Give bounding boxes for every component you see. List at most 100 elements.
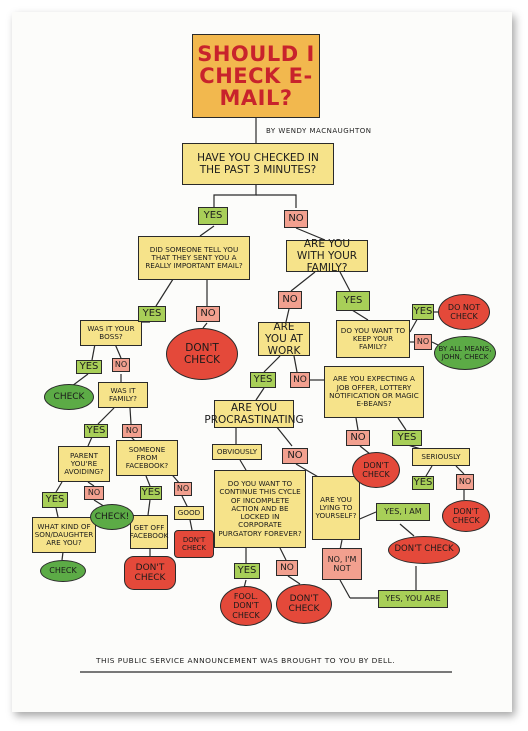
do-not-check-text: DO NOT CHECK — [447, 302, 481, 321]
yes-label-q6: YES — [412, 304, 434, 320]
no-text: NO — [458, 477, 472, 487]
no-text: NO — [416, 337, 430, 347]
outcome-dont-check-facebook: DON'T CHECK — [124, 556, 176, 590]
q14-what-kind-of-son: WHAT KIND OF SON/DAUGHTER ARE YOU? — [32, 517, 96, 553]
byline: by WENDY MACNAUGHTON — [266, 127, 372, 135]
title-box: SHOULD I CHECK E-MAIL? — [192, 34, 320, 118]
q4-text: WAS IT YOUR BOSS? — [87, 323, 135, 341]
no-label-q5: NO — [290, 372, 310, 388]
q11-text: SOMEONE FROM FACEBOOK? — [125, 444, 169, 471]
yes-text: YES — [253, 374, 273, 386]
q5-at-work: ARE YOU AT WORK — [258, 320, 310, 358]
q13-lying-to-yourself: ARE YOU LYING TO YOURSELF? — [312, 476, 360, 540]
outcome-check-boss: CHECK — [44, 384, 94, 410]
q5-text: ARE YOU AT WORK — [265, 320, 303, 358]
obviously-text: OBVIOUSLY — [216, 446, 258, 456]
footer-credit: THIS PUBLIC SERVICE ANNOUNCEMENT WAS BRO… — [96, 656, 396, 665]
outcome-dont-check-cycle: DON'T CHECK — [276, 584, 332, 624]
no-label-q11: NO — [174, 482, 192, 496]
q10-parent-avoiding: PARENT YOU'RE AVOIDING? — [58, 446, 110, 482]
seriously-box: SERIOUSLY — [412, 448, 470, 466]
dont-check-text: DON'T CHECK — [452, 506, 480, 525]
no-text: NO — [176, 484, 190, 494]
q15-text: GET OFF FACEBOOK — [129, 522, 169, 540]
no-text: NO — [87, 488, 101, 498]
title-text: SHOULD I CHECK E-MAIL? — [197, 41, 315, 111]
q15-get-off-facebook: GET OFF FACEBOOK — [130, 515, 168, 549]
yes-label-q11: YES — [140, 486, 162, 500]
no-label-q4: NO — [112, 358, 130, 372]
yes-label-seriously: YES — [412, 476, 434, 490]
yes-text: YES — [237, 565, 257, 577]
yes-i-am-text: YES, I AM — [384, 507, 422, 517]
q3-with-family: ARE YOU WITH YOUR FAMILY? — [286, 237, 368, 275]
no-label-q8: NO — [346, 430, 370, 446]
outcome-dont-check-lying: DON'T CHECK — [388, 536, 460, 564]
outcome-dont-check-main: DON'T CHECK — [166, 328, 238, 380]
no-label-seriously: NO — [456, 474, 474, 490]
dont-check-text: DON'T CHECK — [183, 341, 221, 366]
obviously-box: OBVIOUSLY — [212, 444, 262, 460]
dont-check-text: DON'T CHECK — [394, 544, 454, 555]
no-label-q12: NO — [276, 560, 298, 576]
outcome-dont-check-job: DON'T CHECK — [352, 452, 400, 488]
dont-check-text: DON'T CHECK — [288, 593, 320, 614]
yes-label-q8: YES — [392, 430, 422, 446]
yes-text: YES — [141, 487, 161, 499]
no-text: NO — [293, 374, 307, 385]
outcome-dont-check-seriously: DON'T CHECK — [442, 500, 490, 532]
no-text: NO — [200, 308, 216, 320]
no-text: NO — [282, 294, 298, 306]
outcome-check-son: CHECK — [40, 560, 86, 582]
no-text: NO — [287, 450, 303, 462]
yes-label-q7: YES — [84, 424, 108, 438]
check-excl-text: CHECK! — [94, 511, 130, 522]
no-label-q1: NO — [284, 210, 308, 228]
q1-text: HAVE YOU CHECKED in THE PAST 3 MINUTES? — [197, 151, 319, 176]
yes-label-q3: YES — [336, 291, 370, 311]
q8-text: ARE YOU EXPECTING A JOB OFFER, LOTTERY N… — [329, 374, 419, 409]
yes-label-q2: YES — [138, 306, 166, 322]
no-label-q9: NO — [282, 448, 308, 464]
yes-text: YES — [142, 308, 162, 320]
yes-text: YES — [413, 477, 433, 489]
q2-someone-told-you: DID SOMEONE TELL YOU THAT THEY SENT YOU … — [138, 236, 250, 280]
yes-label-q10: YES — [42, 492, 68, 508]
no-label-q2: NO — [196, 306, 220, 322]
outcome-check-parent: CHECK! — [90, 504, 134, 530]
q7-text: WAS IT FAMILY? — [109, 385, 137, 403]
dont-check-text: DON'T CHECK — [134, 562, 166, 583]
by-all-means-text: BY ALL MEANS, JOHN, CHECK — [438, 344, 492, 361]
q12-continue-cycle: DO YOU WANT TO CONTINUE THIS CYCLE of IN… — [214, 470, 306, 548]
q3-text: ARE YOU WITH YOUR FAMILY? — [296, 237, 358, 275]
yes-text: YES — [397, 432, 417, 444]
no-text: NO — [288, 213, 304, 225]
q6-keep-family: DO YOU WANT TO KEEP YOUR FAMILY? — [336, 320, 410, 358]
dont-check-text: DON'T CHECK — [362, 460, 390, 479]
yes-i-am-box: YES, I AM — [376, 503, 430, 521]
yes-text: YES — [343, 295, 363, 307]
no-text: NO — [280, 562, 294, 573]
outcome-dont-check-good: DON'T CHECK — [174, 530, 214, 558]
q10-text: PARENT YOU'RE AVOIDING? — [64, 450, 104, 477]
check-text: CHECK — [49, 566, 77, 576]
q9-text: ARE YOU PROCRASTINATING — [204, 401, 304, 426]
q7-was-it-family: WAS IT FAMILY? — [98, 382, 148, 408]
yes-you-are-text: YES, YOU ARE — [385, 594, 441, 604]
no-text: NO — [350, 432, 366, 444]
q4-was-it-boss: WAS IT YOUR BOSS? — [80, 320, 142, 346]
dont-check-text: DON'T CHECK — [181, 535, 207, 552]
q13-text: ARE YOU LYING TO YOURSELF? — [315, 494, 357, 521]
yes-label-q5: YES — [250, 372, 276, 388]
no-label-q10: NO — [84, 486, 104, 500]
q11-someone-from-facebook: SOMEONE FROM FACEBOOK? — [116, 440, 178, 476]
seriously-text: SERIOUSLY — [421, 451, 461, 461]
yes-text: YES — [413, 306, 433, 318]
outcome-do-not-check: DO NOT CHECK — [438, 294, 490, 330]
check-text: CHECK — [53, 391, 85, 402]
q1-checked-past-3-minutes: HAVE YOU CHECKED in THE PAST 3 MINUTES? — [182, 143, 334, 185]
q14-text: WHAT KIND OF SON/DAUGHTER ARE YOU? — [34, 521, 94, 548]
q9-procrastinating: ARE YOU PROCRASTINATING — [204, 400, 304, 428]
yes-label-q1: YES — [198, 207, 228, 225]
no-label-q3: NO — [278, 291, 302, 309]
